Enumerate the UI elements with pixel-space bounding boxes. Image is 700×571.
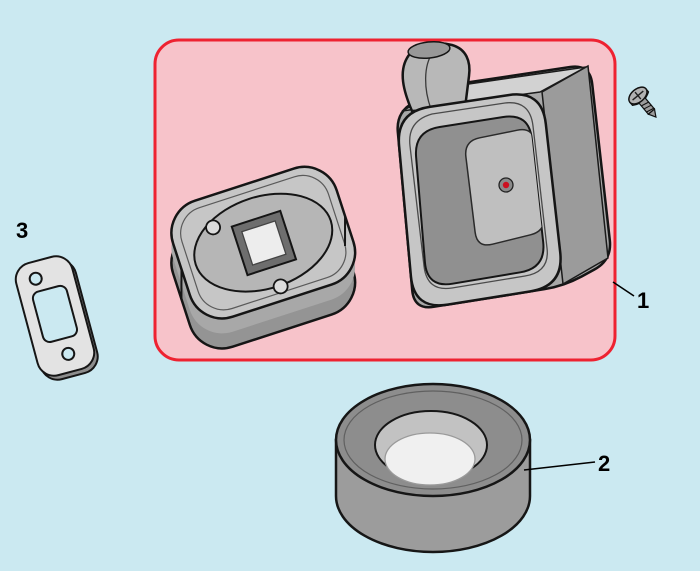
square-port-interior bbox=[241, 220, 287, 266]
callout-1-label: 1 bbox=[637, 288, 649, 313]
gasket-center-port bbox=[31, 284, 79, 344]
base-plate-top-face bbox=[170, 165, 357, 320]
screw-head-slot bbox=[632, 90, 644, 101]
air-filter-housing bbox=[396, 40, 612, 309]
gasket-bolt-hole-bottom bbox=[61, 346, 76, 361]
filter-top-inner-line bbox=[343, 390, 523, 490]
housing-cavity-interior bbox=[464, 128, 544, 246]
gasket-bolt-hole-top bbox=[28, 271, 43, 286]
leader-line-1 bbox=[612, 281, 635, 297]
base-plate-screw-hole-lower bbox=[272, 278, 289, 295]
filter-base-plate bbox=[170, 165, 357, 350]
red-marker-dot bbox=[502, 181, 510, 189]
leader-line-2 bbox=[523, 461, 596, 471]
callout-3-label: 3 bbox=[16, 218, 28, 243]
screw-threads bbox=[640, 101, 655, 113]
base-plate-side-edge-left bbox=[180, 269, 183, 300]
air-inlet-duct bbox=[401, 40, 471, 113]
screw-tip bbox=[647, 107, 657, 118]
duct-opening bbox=[407, 40, 451, 60]
screw-icon bbox=[628, 86, 657, 118]
callout-2-label: 2 bbox=[598, 451, 610, 476]
housing-rim-inner-line bbox=[409, 102, 548, 290]
base-plate-side-edge-right bbox=[344, 216, 347, 247]
gasket-front-layer bbox=[14, 255, 96, 377]
filter-hole-floor bbox=[384, 432, 476, 486]
air-filter-element bbox=[334, 382, 532, 554]
base-plate-screw-hole-upper bbox=[205, 219, 221, 236]
intake-gasket bbox=[14, 255, 99, 381]
